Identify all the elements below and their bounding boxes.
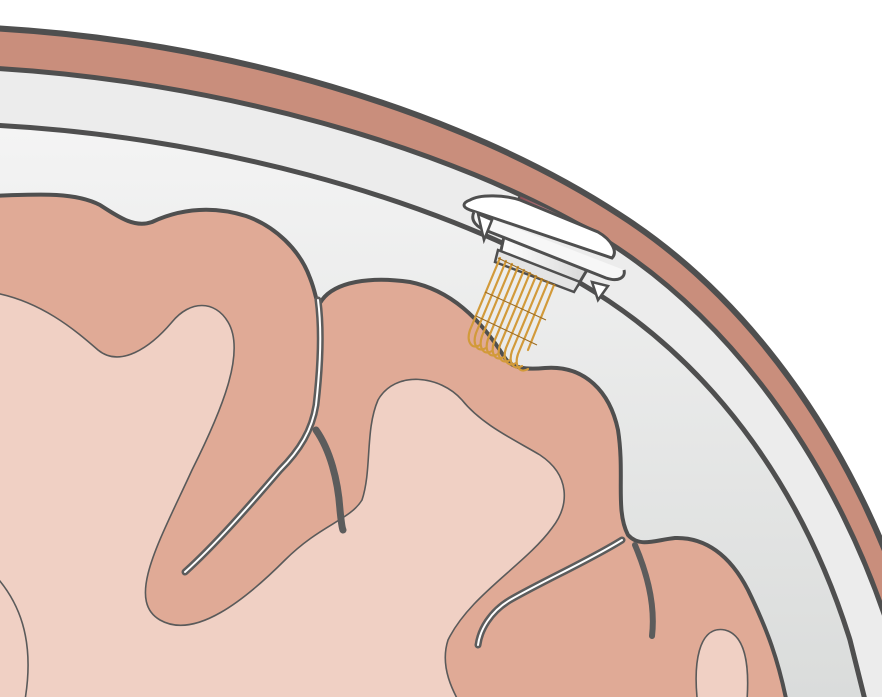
brain-implant-cross-section-diagram	[0, 0, 882, 697]
diagram-canvas	[0, 0, 882, 697]
